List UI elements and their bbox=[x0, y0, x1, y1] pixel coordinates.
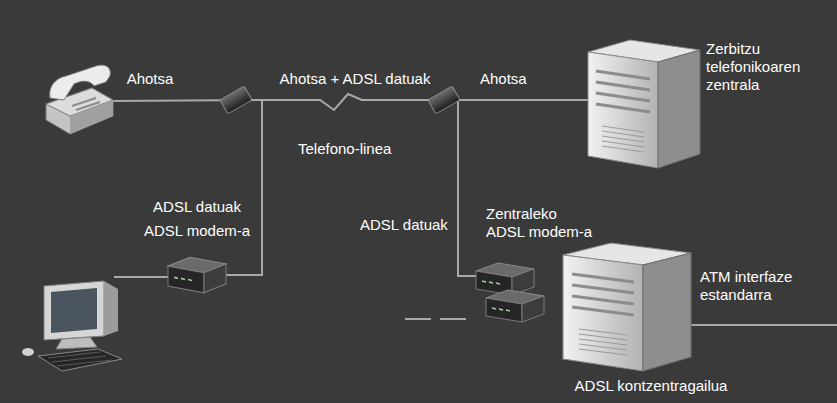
vent-slot bbox=[602, 141, 644, 147]
vent-slot bbox=[579, 334, 627, 340]
modem-led bbox=[174, 277, 192, 280]
signal-label: ADSL datuak bbox=[137, 198, 257, 216]
modem-side bbox=[522, 296, 544, 322]
atm-line bbox=[691, 324, 837, 326]
vent-slot bbox=[602, 131, 644, 137]
node-label: ADSL modem-a bbox=[127, 222, 267, 240]
drive-bay bbox=[572, 296, 634, 304]
signal-label: ATM interfaze estandarra bbox=[700, 268, 808, 304]
modem-pair-icon bbox=[476, 261, 546, 323]
drive-bay bbox=[572, 285, 634, 293]
vent-slot bbox=[579, 349, 627, 355]
adsl-modem: ADSL modem-a bbox=[168, 255, 226, 295]
node-label: Zerbitzu telefonikoaren zentrala bbox=[706, 40, 831, 94]
computer-icon bbox=[22, 281, 122, 371]
server-side bbox=[643, 253, 691, 371]
telephone-icon bbox=[46, 65, 113, 134]
server-front bbox=[588, 52, 658, 168]
modem-icon bbox=[168, 255, 226, 295]
modem-front bbox=[168, 266, 204, 293]
signal-label: Ahotsa bbox=[480, 70, 550, 88]
vent-slot bbox=[579, 329, 627, 335]
server-front bbox=[563, 255, 643, 371]
server-icon bbox=[563, 243, 691, 371]
drive-bay bbox=[596, 104, 650, 112]
vent-slot bbox=[579, 339, 627, 345]
vent-slot bbox=[602, 146, 644, 152]
drive-bay bbox=[572, 274, 634, 282]
modem-led bbox=[492, 308, 510, 311]
voice-wire bbox=[458, 99, 588, 101]
drive-bay bbox=[596, 71, 650, 79]
vent-slot bbox=[579, 344, 627, 350]
node-label: ADSL kontzentragailua bbox=[551, 377, 751, 395]
signal-connector bbox=[226, 94, 476, 276]
modem-front bbox=[486, 298, 522, 322]
drive-bay bbox=[596, 93, 650, 101]
splitter-icon bbox=[220, 86, 252, 114]
drive-bay bbox=[596, 82, 650, 90]
signal-label: Ahotsa + ADSL datuak bbox=[275, 70, 435, 88]
signal-label: Telefono-linea bbox=[298, 140, 418, 158]
signal-label: ADSL datuak bbox=[360, 216, 455, 234]
server-icon bbox=[588, 40, 700, 168]
vent-slot bbox=[602, 126, 644, 132]
modem-side bbox=[204, 264, 226, 293]
network-dash bbox=[405, 318, 474, 320]
telephone-exchange: Zerbitzu telefonikoaren zentrala bbox=[588, 40, 700, 168]
drive-bay bbox=[572, 307, 634, 315]
server-side bbox=[658, 50, 700, 168]
exchange-modem: Zentraleko ADSL modem-a bbox=[476, 261, 546, 323]
vent-slot bbox=[602, 136, 644, 142]
node-label: Zentraleko ADSL modem-a bbox=[486, 205, 596, 241]
signal-label: Ahotsa bbox=[120, 70, 180, 88]
pc-cable bbox=[114, 276, 168, 278]
splitter-icon bbox=[428, 86, 460, 114]
modem-led bbox=[482, 281, 500, 284]
adsl-concentrator: ADSL kontzentragailua bbox=[563, 243, 691, 371]
